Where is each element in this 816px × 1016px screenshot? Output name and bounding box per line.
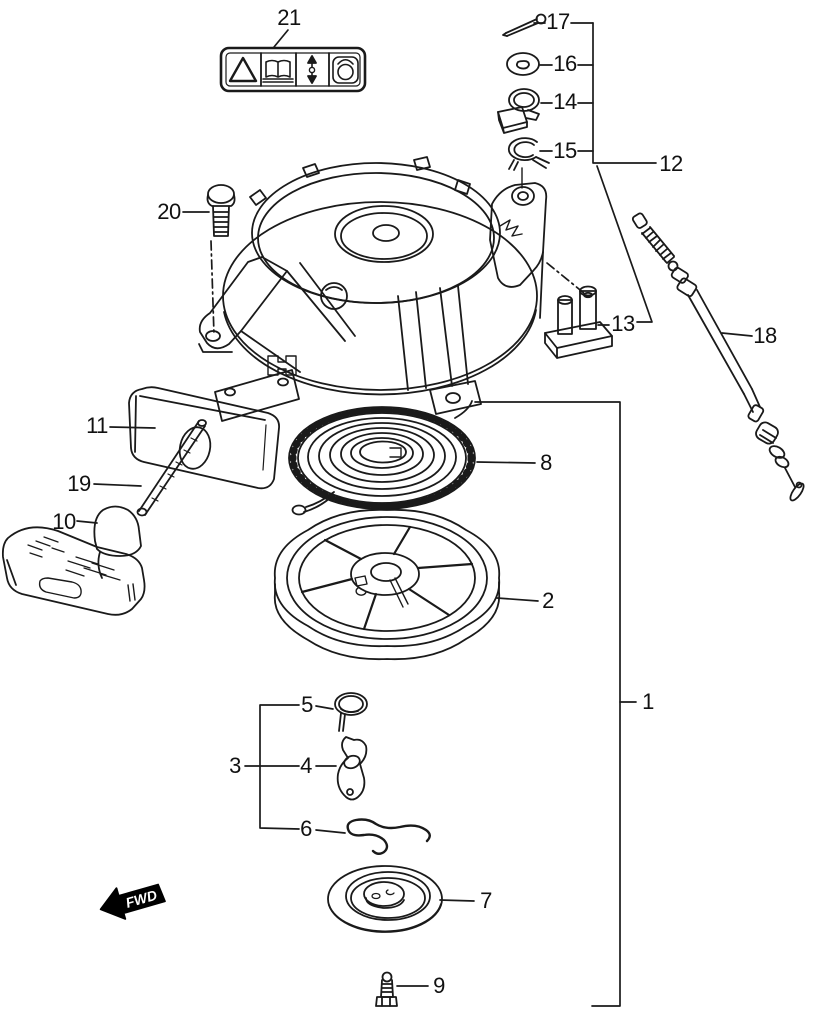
callout-19: 19 [67,471,91,496]
bracket-12-diagonal [596,165,653,323]
grip-plate-drawing [128,386,280,490]
callout-4: 4 [300,753,312,778]
callout-1: 1 [642,689,654,714]
pawl-spring-drawing [346,818,431,855]
callout-16: 16 [553,51,577,76]
starter-rope-drawing [136,419,207,517]
centerline-20 [210,240,215,336]
starter-handle-drawing [1,505,146,616]
callout-2: 2 [542,588,554,613]
owners-manual-icon [262,59,294,83]
callout-8: 8 [540,450,552,475]
callout-20: 20 [157,199,181,224]
callout-3: 3 [229,753,241,778]
leader-21 [273,29,289,48]
fwd-arrow: FWD [99,883,166,920]
callout-5: 5 [301,692,313,717]
bracket-12 [592,22,657,164]
friction-plate-drawing [327,865,443,933]
callout-21: 21 [277,5,301,30]
leader-8 [476,461,536,464]
rope-pulley-drawing [273,508,501,661]
pawl-drawing [336,736,368,801]
clip-spring-drawing [334,692,368,732]
callout-12: 12 [659,151,683,176]
cable-bracket-drawing [544,285,613,359]
small-bolt-drawing [375,971,398,1007]
callout-17: 17 [546,9,570,34]
spring-clip-drawing [507,137,550,189]
callout-10: 10 [52,509,76,534]
warning-triangle-icon [228,56,258,83]
callout-9: 9 [433,973,445,998]
callout-7: 7 [480,888,492,913]
callout-18: 18 [753,323,777,348]
leader-7 [439,899,475,902]
cam-latch-drawing [497,88,540,134]
centerline-13 [546,262,591,299]
leader-5 [315,705,334,710]
callout-13: 13 [611,311,635,336]
washer-drawing [506,52,540,76]
leader-11 [109,426,156,429]
callout-14: 14 [553,89,577,114]
pin-screw-drawing [502,13,547,37]
leader-10 [76,520,98,524]
up-down-arrows-icon [307,55,317,84]
leader-19 [93,483,142,487]
callout-15: 15 [553,138,577,163]
flange-bolt-drawing [206,184,236,237]
starter-case-drawing [198,156,548,422]
switch-knob-icon [332,56,359,84]
leader-lines [76,22,753,1007]
bracket-1 [474,401,621,1007]
callout-6: 6 [300,816,312,841]
caution-label-drawing [219,46,367,93]
recoil-spring-drawing [288,400,476,516]
bracket-3 [259,704,300,830]
leader-6 [315,829,346,834]
leader-18 [721,332,753,337]
leader-2 [496,597,539,602]
starter-cable-drawing [631,212,805,502]
callout-11: 11 [86,413,108,438]
